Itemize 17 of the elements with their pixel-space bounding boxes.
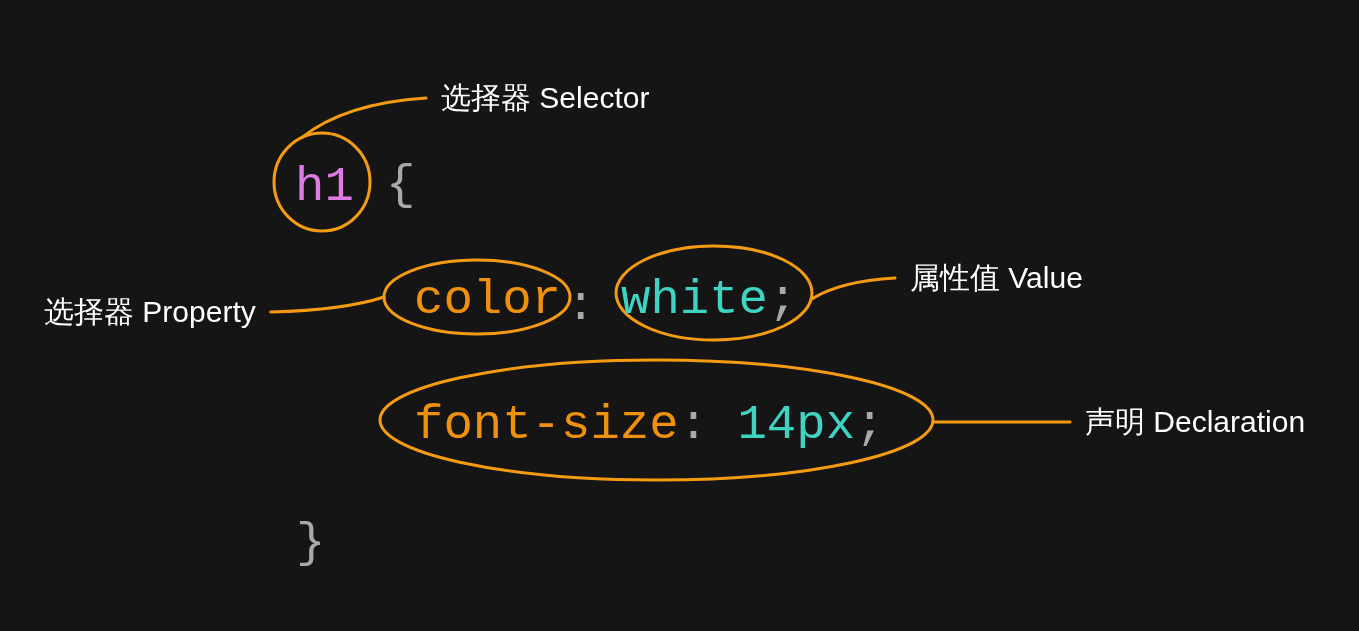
brace: { <box>386 159 416 211</box>
callout-label: 属性值 Value <box>910 258 1083 298</box>
callout-label: 声明 Declaration <box>1085 402 1306 442</box>
code-text: white; <box>621 274 798 326</box>
callout-label: 选择器 Selector <box>441 78 650 118</box>
code-text: font-size: 14px; <box>414 399 885 451</box>
callout-label: 选择器 Property <box>44 292 256 332</box>
circled-code <box>378 358 935 482</box>
code-text: h1 <box>295 161 354 213</box>
circled-code <box>272 131 372 233</box>
code-text: color <box>414 274 562 326</box>
leader-line <box>269 295 386 314</box>
circled-code <box>614 244 814 342</box>
brace: } <box>296 517 326 569</box>
circled-code <box>382 258 572 336</box>
leader-line <box>931 420 1072 424</box>
colon: : <box>566 280 596 332</box>
